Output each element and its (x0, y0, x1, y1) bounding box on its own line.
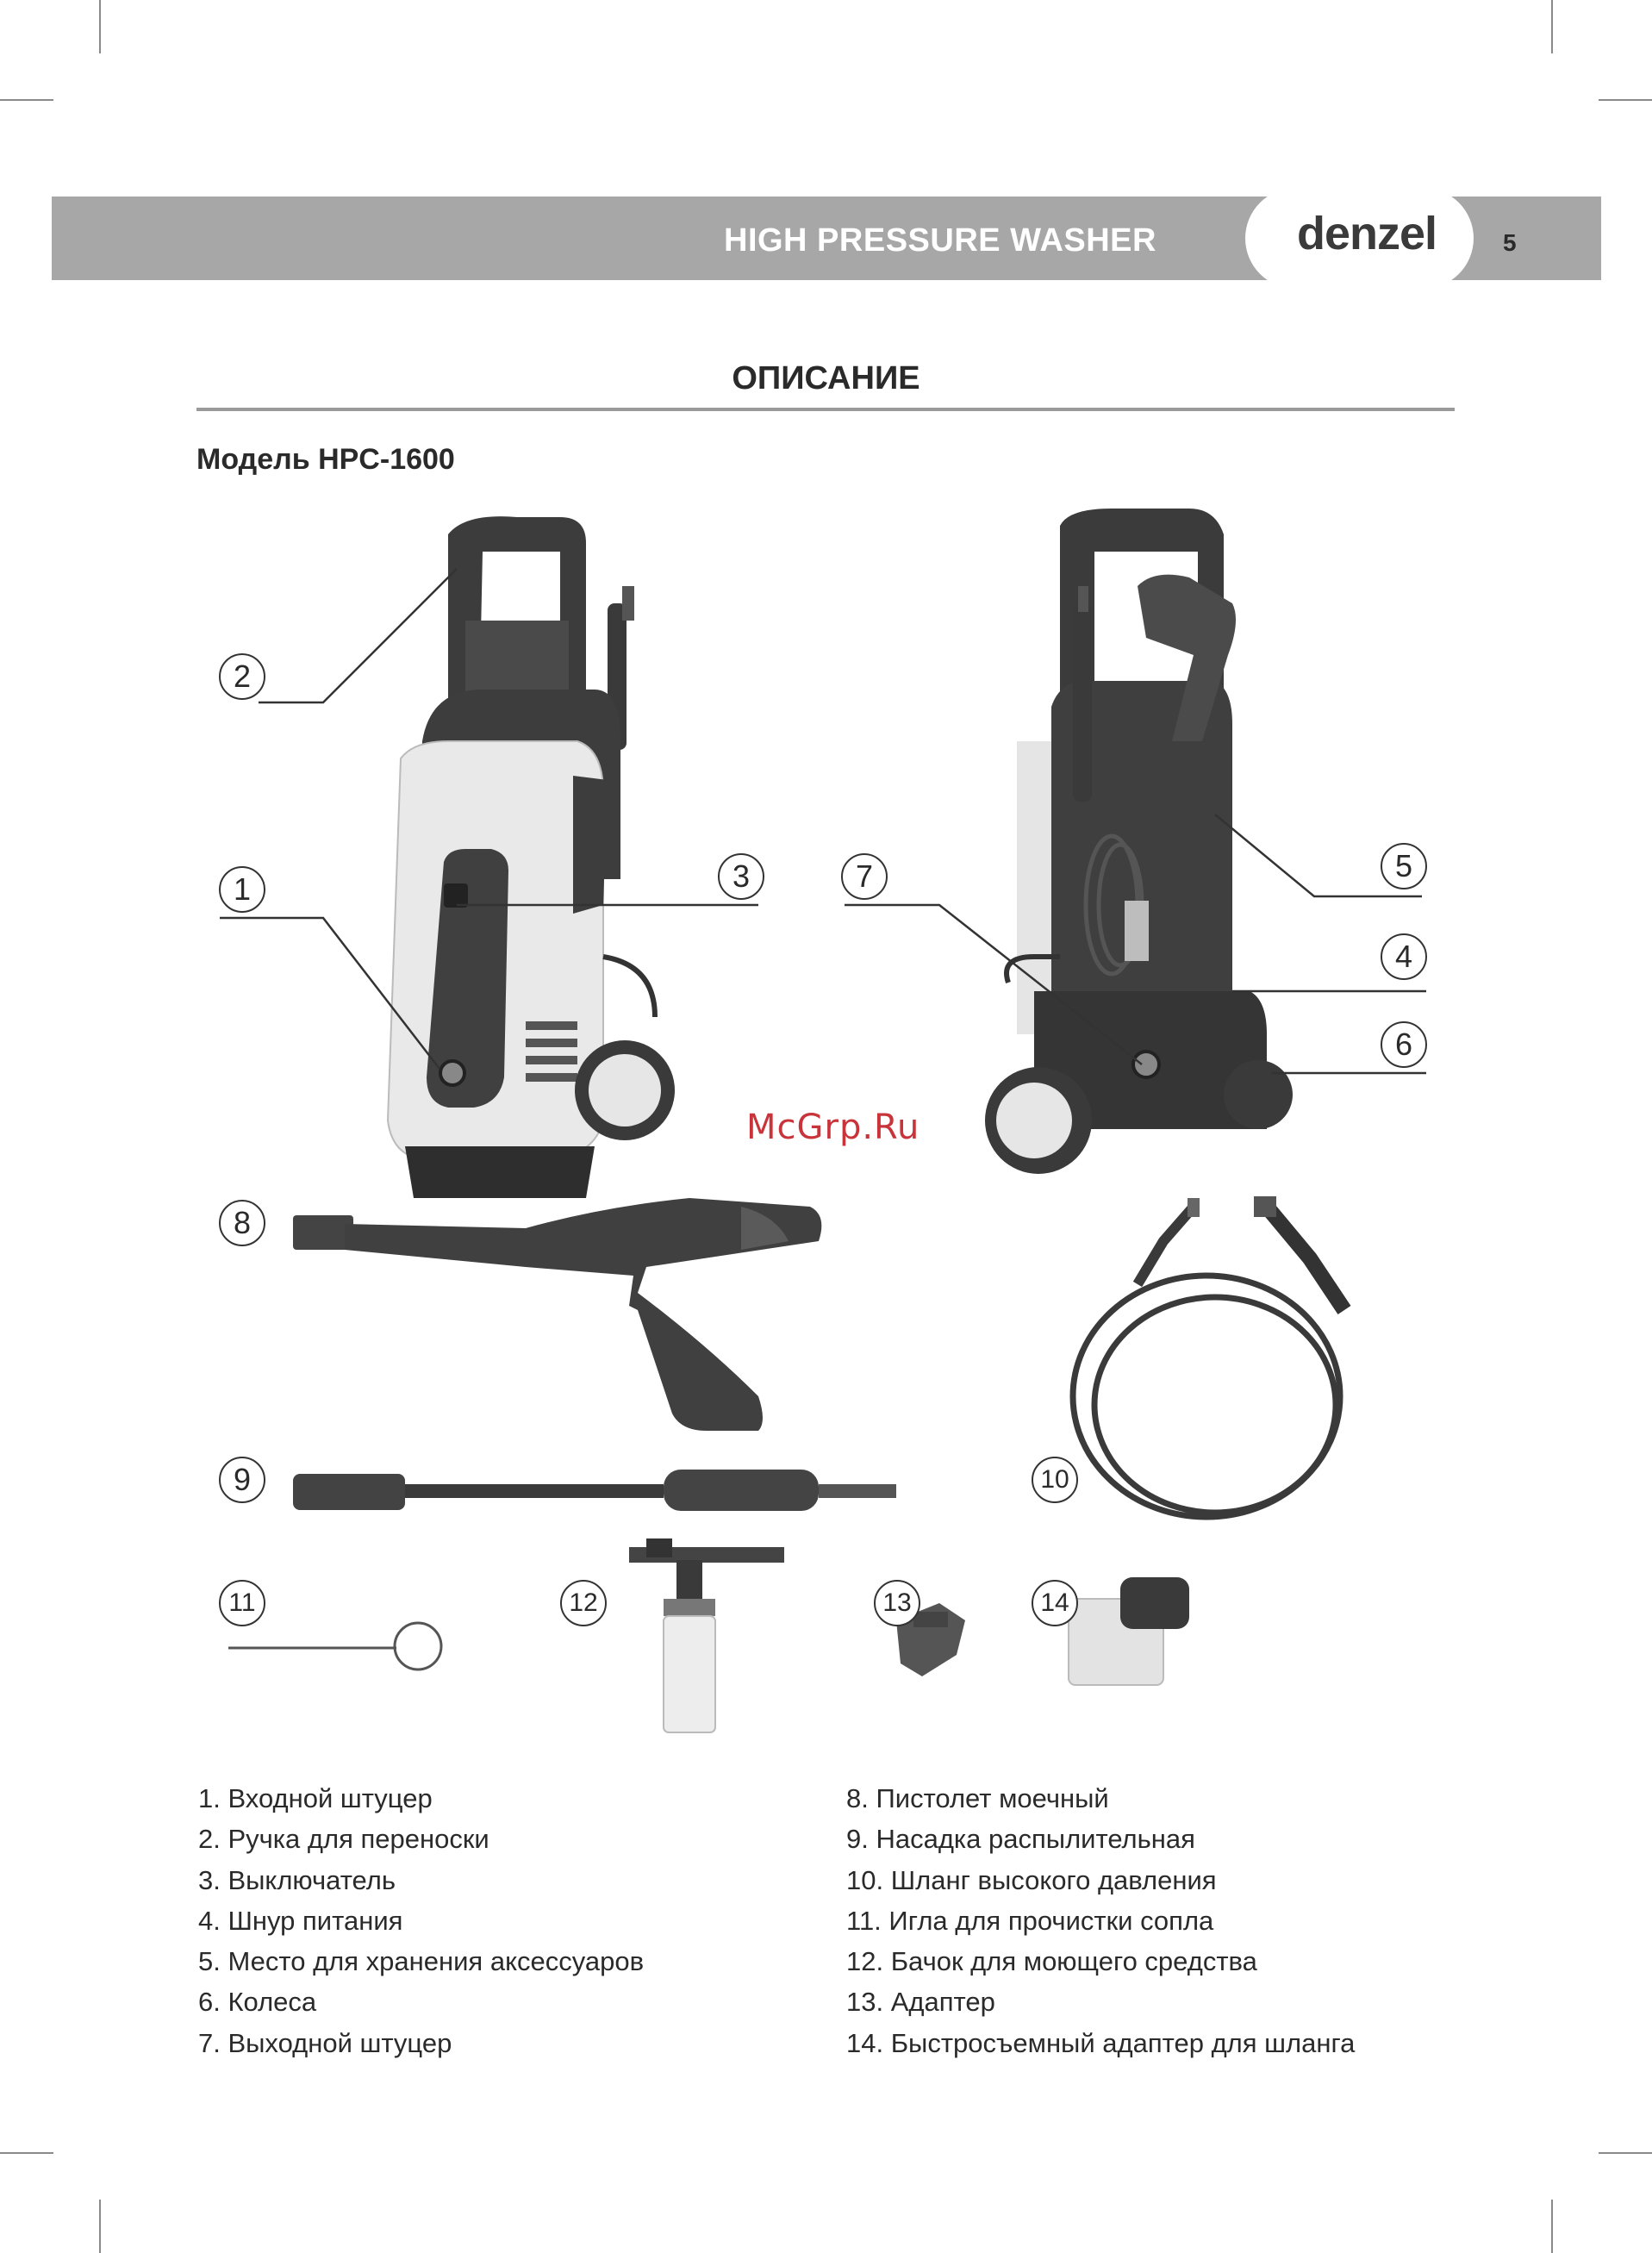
washer-rear-view (985, 509, 1293, 1174)
legend-item: 1. Входной штуцер (198, 1783, 433, 1813)
legend-item: 12. Бачок для моющего средства (846, 1946, 1257, 1977)
crop-mark (1551, 2200, 1553, 2253)
legend-item: 10. Шланг высокого давления (846, 1864, 1217, 1895)
spray-lance (293, 1470, 896, 1511)
callout-6: 6 (1381, 1021, 1427, 1068)
legend-item: 5. Место для хранения аксессуаров (198, 1946, 645, 1977)
crop-mark (0, 99, 53, 101)
callout-10: 10 (1032, 1457, 1078, 1503)
logo-pill (1245, 188, 1474, 289)
legend-item: 4. Шнур питания (198, 1905, 403, 1936)
callout-11: 11 (219, 1580, 265, 1626)
callout-13: 13 (874, 1580, 920, 1626)
callout-12: 12 (560, 1580, 607, 1626)
crop-mark (99, 2200, 101, 2253)
legend-item: 6. Колеса (198, 1987, 317, 2018)
legend-right: 8. Пистолет моечный 9. Насадка распылите… (846, 1778, 1355, 2063)
section-title: ОПИСАНИЕ (732, 360, 920, 396)
callout-5: 5 (1381, 843, 1427, 889)
legend-item: 2. Ручка для переноски (198, 1824, 489, 1855)
legend-item: 13. Адаптер (846, 1987, 995, 2018)
crop-mark (1551, 0, 1553, 53)
quick-connect-adapter (1068, 1577, 1189, 1686)
legend-item: 14. Быстросъемный адаптер для шланга (846, 2027, 1356, 2058)
callout-1: 1 (219, 866, 265, 913)
legend-left: 1. Входной штуцер 2. Ручка для переноски… (198, 1778, 644, 2063)
crop-mark (99, 0, 101, 53)
spray-gun (293, 1198, 822, 1431)
callout-4: 4 (1381, 933, 1427, 980)
page-number: 5 (1503, 229, 1517, 256)
callout-9: 9 (219, 1457, 265, 1503)
cleaning-needle (228, 1621, 443, 1671)
callout-3: 3 (718, 853, 764, 900)
legend-item: 8. Пистолет моечный (846, 1783, 1109, 1813)
crop-mark (1599, 2152, 1652, 2154)
section-divider (196, 408, 1455, 411)
crop-mark (1599, 99, 1652, 101)
brand-logo: denzel (1297, 208, 1437, 259)
crop-mark (0, 2152, 53, 2154)
watermark: McGrp.Ru (746, 1108, 920, 1147)
leader-lines (220, 568, 1426, 1075)
detergent-bottle (629, 1538, 784, 1733)
legend-item: 11. Игла для прочистки сопла (846, 1905, 1214, 1936)
legend-item: 9. Насадка распылительная (846, 1824, 1195, 1855)
adapter (896, 1603, 965, 1676)
high-pressure-hose (1069, 1196, 1351, 1520)
legend-item: 3. Выключатель (198, 1864, 396, 1895)
callout-8: 8 (219, 1200, 265, 1246)
washer-front-view (386, 516, 675, 1198)
callout-14: 14 (1032, 1580, 1078, 1626)
model-label: Модель HPC-1600 (196, 443, 455, 476)
header-title: HIGH PRESSURE WASHER (724, 222, 1156, 259)
callout-7: 7 (841, 853, 888, 900)
legend-item: 7. Выходной штуцер (198, 2027, 452, 2058)
callout-2: 2 (219, 653, 265, 700)
